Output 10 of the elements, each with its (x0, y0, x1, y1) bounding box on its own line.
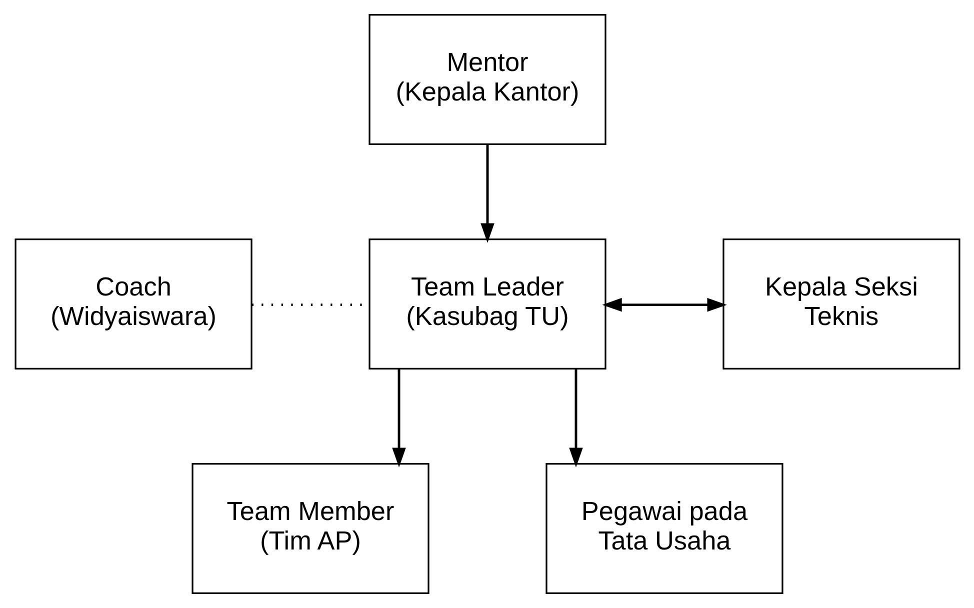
node-box: Kepala Seksi Teknis (722, 238, 960, 370)
node-box: Mentor (Kepala Kantor) (368, 14, 606, 146)
node-box: Coach (Widyaiswara) (14, 238, 252, 370)
arrow (392, 368, 406, 468)
arrow (568, 368, 582, 468)
node-box: Pegawai pada Tata Usaha (545, 462, 783, 594)
arrow (602, 298, 726, 312)
node-box: Team Leader (Kasubag TU) (368, 238, 606, 370)
node-box: Team Member (Tim AP) (191, 462, 429, 594)
arrow (480, 144, 494, 243)
